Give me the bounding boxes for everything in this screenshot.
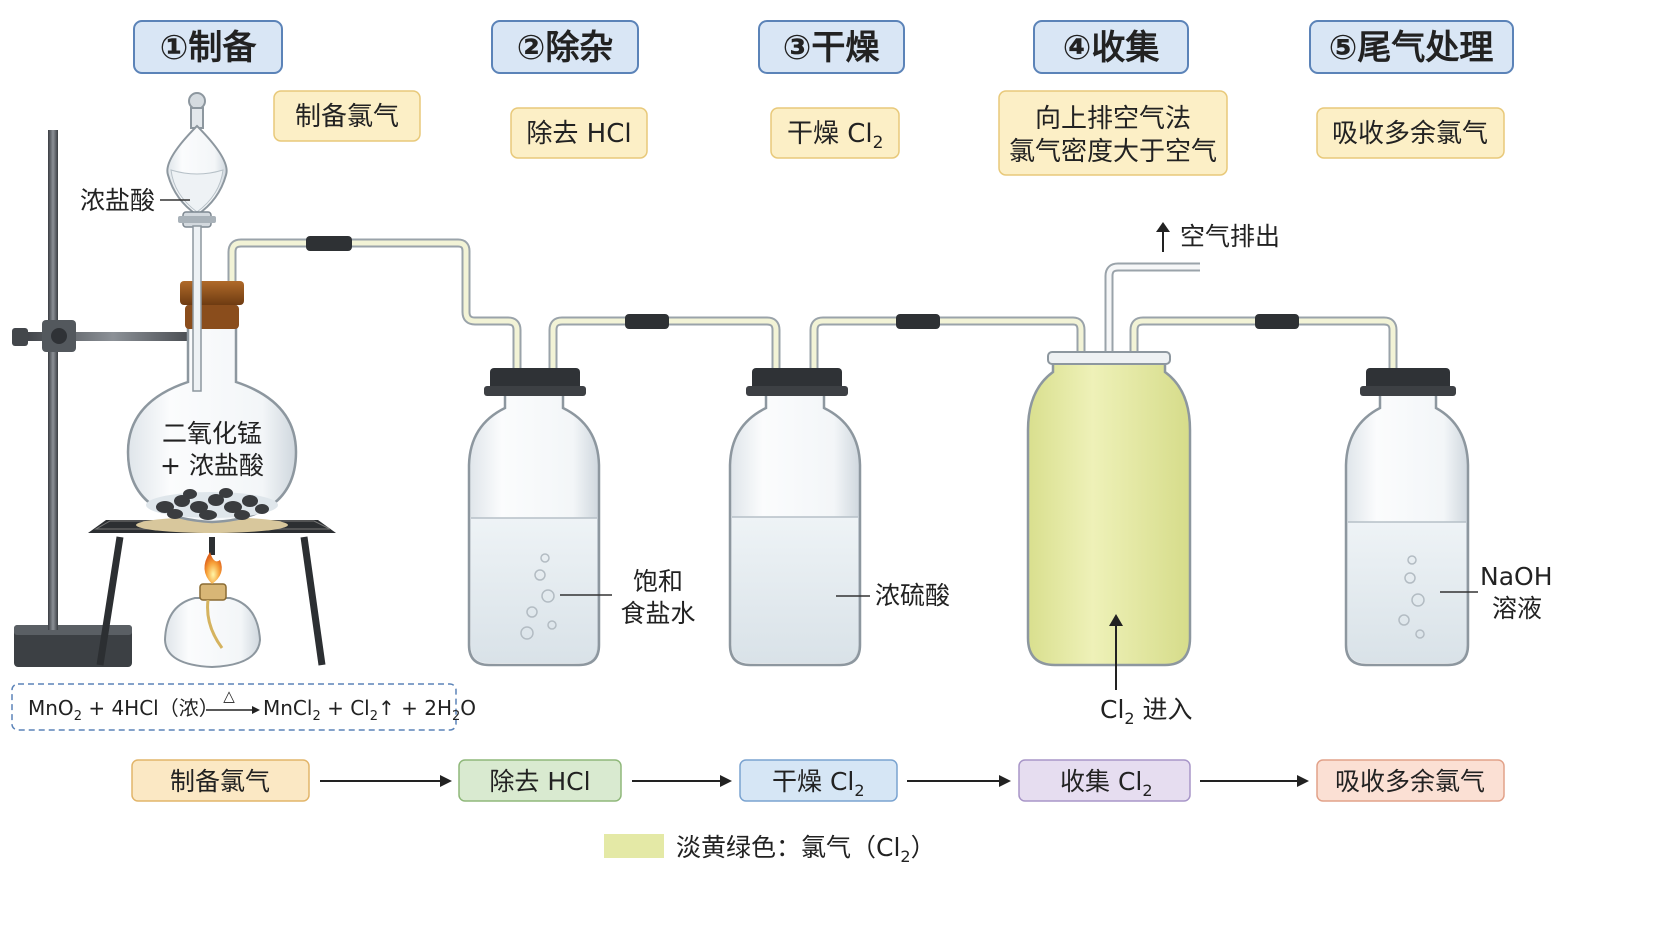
step-header-4: ④收集 <box>1033 20 1189 74</box>
tripod <box>88 517 336 666</box>
equation-condition: △ <box>223 687 235 705</box>
label-air-out: 空气排出 <box>1180 222 1280 251</box>
flow-step-4-text: 收集 Cl2 <box>1060 767 1153 800</box>
label-flask-line1: 二氧化锰 <box>162 419 262 448</box>
flow-step-2-text: 除去 HCl <box>489 767 590 796</box>
step-desc-3: 干燥 Cl2 <box>770 107 900 159</box>
step-desc-2: 除去 HCl <box>510 107 648 159</box>
air-out-arrow <box>1156 222 1170 252</box>
label-conc-hcl: 浓盐酸 <box>80 186 190 215</box>
legend-text: 淡黄绿色：氯气（Cl2） <box>676 833 936 866</box>
equation-left: MnO2 + 4HCl（浓） <box>28 696 219 724</box>
step-desc-4-line2: 氯气密度大于空气 <box>1009 137 1217 167</box>
alcohol-burner <box>163 552 262 669</box>
step-header-1: ①制备 <box>133 20 283 74</box>
flow-arrows <box>320 775 1309 787</box>
label-naoh-line1: NaOH <box>1480 562 1553 591</box>
wash-bottle-sulfuric <box>728 368 862 667</box>
rubber-connectors <box>306 236 1299 329</box>
step-desc-4: 向上排空气法 氯气密度大于空气 <box>998 90 1228 176</box>
step-header-4-text: ④收集 <box>1063 28 1160 68</box>
step-header-5: ⑤尾气处理 <box>1309 20 1514 74</box>
separatory-funnel <box>166 92 228 392</box>
step-desc-5: 吸收多余氯气 <box>1316 107 1505 159</box>
flow-step-3-text: 干燥 Cl2 <box>772 767 865 800</box>
label-conc-hcl-text: 浓盐酸 <box>80 186 155 215</box>
absorption-bottle-naoh <box>1344 368 1470 667</box>
flow-step-4: 收集 Cl2 <box>1018 759 1191 802</box>
legend: 淡黄绿色：氯气（Cl2） <box>604 833 936 866</box>
flow-step-3: 干燥 Cl2 <box>739 759 898 802</box>
equation-right: MnCl2 + Cl2↑ + 2H2O <box>263 696 476 724</box>
step-header-3-text: ③干燥 <box>783 28 881 68</box>
label-brine-line2: 食盐水 <box>620 599 695 628</box>
step-header-2: ②除杂 <box>491 20 639 74</box>
label-cl2-in: Cl2 进入 <box>1100 695 1193 728</box>
wash-bottle-brine <box>467 368 601 667</box>
reaction-equation: MnO2 + 4HCl（浓） △ MnCl2 + Cl2↑ + 2H2O <box>11 683 476 731</box>
step-header-2-text: ②除杂 <box>517 28 614 68</box>
cl2-in-arrow <box>1109 614 1123 690</box>
label-sulfuric-acid: 浓硫酸 <box>875 581 950 610</box>
label-naoh-line2: 溶液 <box>1492 594 1542 623</box>
step-desc-4-line1: 向上排空气法 <box>1035 104 1191 134</box>
step-desc-5-text: 吸收多余氯气 <box>1332 119 1488 149</box>
step-header-1-text: ①制备 <box>160 28 258 68</box>
step-header-5-text: ⑤尾气处理 <box>1329 28 1494 68</box>
round-bottom-flask <box>126 281 298 524</box>
step-desc-3-text: 干燥 Cl2 <box>787 119 883 153</box>
step-desc-2-text: 除去 HCl <box>526 119 631 149</box>
step-header-3: ③干燥 <box>758 20 905 74</box>
mno2-solid <box>156 488 269 520</box>
collection-bottle <box>1026 351 1192 667</box>
flow-step-1-text: 制备氯气 <box>170 767 270 796</box>
flow-step-5: 吸收多余氯气 <box>1316 759 1505 802</box>
flow-step-5-text: 吸收多余氯气 <box>1335 767 1485 796</box>
label-flask-line2: + 浓盐酸 <box>160 451 264 480</box>
label-brine-line1: 饱和 <box>633 567 683 596</box>
step-desc-1-text: 制备氯气 <box>295 102 399 132</box>
step-desc-1: 制备氯气 <box>273 90 421 142</box>
legend-swatch-chlorine <box>604 834 664 858</box>
flow-step-2: 除去 HCl <box>458 759 622 802</box>
flow-step-1: 制备氯气 <box>131 759 310 802</box>
